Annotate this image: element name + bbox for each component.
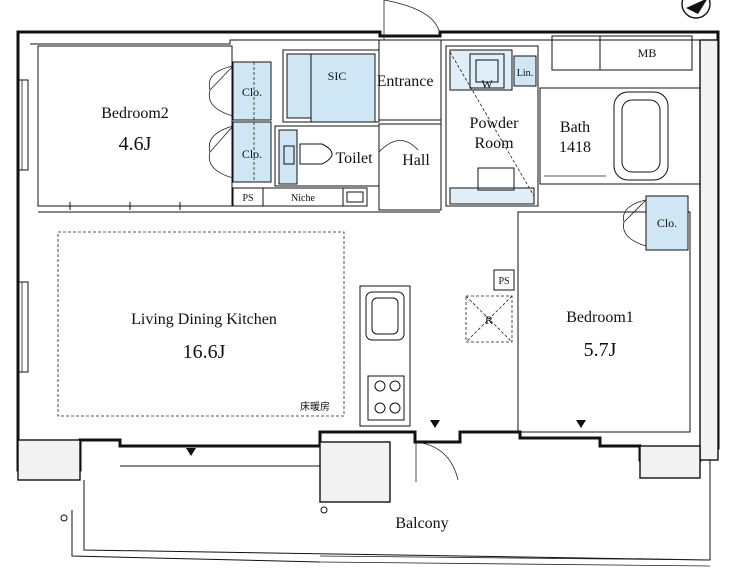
sic-shelf (286, 53, 312, 119)
entrance-label: Entrance (377, 73, 434, 90)
floor-heating-label: 床暖房 (300, 400, 330, 413)
window-markers (186, 420, 586, 456)
bedroom2-size: 4.6J (119, 133, 152, 155)
powder-room-area (445, 45, 539, 207)
washer (469, 53, 505, 89)
closet-label-upper: Clo. (242, 85, 262, 99)
balcony-label: Balcony (395, 515, 448, 532)
bedroom1-closet-label: Clo. (657, 216, 677, 230)
bath-area (539, 87, 701, 185)
bedroom2-area (37, 45, 368, 210)
exterior-walls (16, 30, 720, 503)
ps-box-kitchen (493, 269, 515, 291)
bedroom1-closet (645, 195, 689, 251)
linen-label: Lin. (517, 68, 533, 79)
ps-label-kitchen: PS (498, 276, 509, 287)
north-arrow-icon (681, 0, 711, 19)
refrigerator-space (465, 295, 513, 343)
bedroom1-label: Bedroom1 (566, 309, 634, 326)
powder-room-label-2: Room (474, 135, 514, 152)
washer-label: W (481, 77, 493, 91)
core-area (274, 0, 442, 211)
mb-area (551, 35, 693, 71)
cooktop (367, 375, 405, 421)
kitchen-counter (359, 285, 411, 427)
balcony-area (60, 460, 711, 567)
bedroom2-closet-upper (232, 61, 272, 121)
refrigerator-label: R (485, 313, 493, 327)
bath-label: Bath (560, 119, 590, 136)
bedroom1-area (517, 195, 691, 433)
bedroom1-size: 5.7J (584, 339, 617, 361)
linen-closet (513, 55, 537, 87)
bath-size: 1418 (559, 139, 591, 156)
toilet-label: Toilet (335, 150, 373, 167)
ldk-size: 16.6J (183, 341, 226, 363)
mb-label: MB (638, 46, 657, 60)
floor-heating-zone (57, 231, 345, 417)
sic-storage (310, 53, 376, 123)
ps-label-bedroom2: PS (242, 193, 253, 204)
bedroom2-closet-lower (232, 121, 272, 183)
hall-label: Hall (402, 152, 430, 169)
kitchen-sink (365, 291, 405, 341)
sic-label: SIC (328, 69, 347, 83)
niche-label: Niche (291, 193, 315, 204)
bathtub (613, 91, 669, 181)
closet-label-lower: Clo. (242, 147, 262, 161)
powder-room-label-1: Powder (470, 115, 520, 132)
bedroom2-label: Bedroom2 (101, 105, 169, 122)
ldk-label: Living Dining Kitchen (131, 311, 277, 328)
